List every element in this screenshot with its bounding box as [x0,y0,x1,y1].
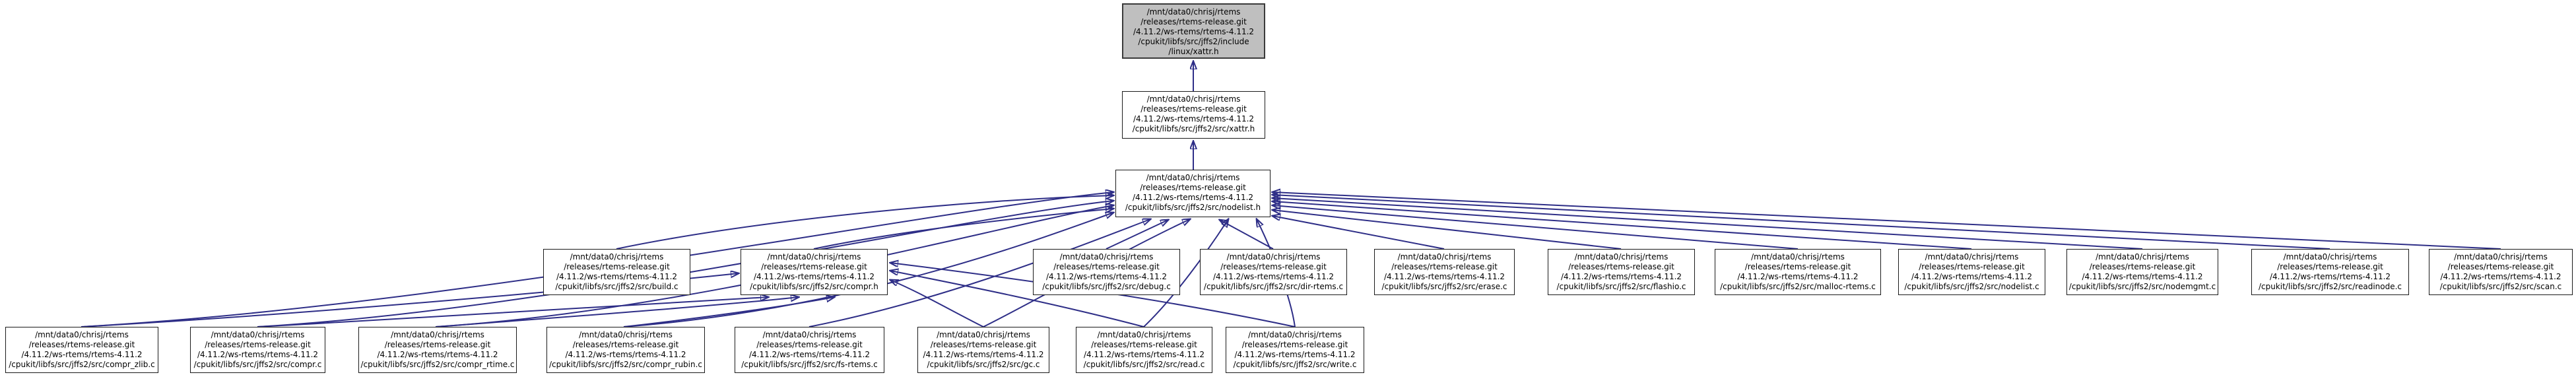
node-compr-zlib-c[interactable]: /mnt/data0/chrisj/rtems /releases/rtems-… [5,327,158,373]
edge-debug-c-to-src-nodelist-h [1106,220,1168,250]
edge-dir-rtems-c-to-src-nodelist-h [1220,220,1274,250]
node-malloc-rtems-c[interactable]: /mnt/data0/chrisj/rtems /releases/rtems-… [1715,249,1881,295]
edge-fs-rtems-c-to-src-nodelist-h [809,219,1150,327]
node-compr-rubin-c[interactable]: /mnt/data0/chrisj/rtems /releases/rtems-… [546,327,705,373]
edge-read-c-to-src-nodelist-h [1143,219,1228,327]
node-flashio-c[interactable]: /mnt/data0/chrisj/rtems /releases/rtems-… [1548,249,1695,295]
node-erase-c[interactable]: /mnt/data0/chrisj/rtems /releases/rtems-… [1374,249,1515,295]
node-write-c[interactable]: /mnt/data0/chrisj/rtems /releases/rtems-… [1226,327,1364,373]
edge-nodemgmt-c-to-src-nodelist-h [1272,198,2143,250]
node-debug-c[interactable]: /mnt/data0/chrisj/rtems /releases/rtems-… [1033,249,1180,295]
edge-scan-c-to-src-nodelist-h [1272,192,2501,250]
node-nodemgmt-c[interactable]: /mnt/data0/chrisj/rtems /releases/rtems-… [2066,249,2218,295]
edge-compr-c-to-compr-h [257,297,768,327]
edge-compr-rubin-c-to-src-nodelist-h [623,213,1113,327]
edge-readinode-c-to-src-nodelist-h [1272,195,2330,250]
edge-build-c-to-src-nodelist-h [616,195,1113,250]
node-src-xattr-h[interactable]: /mnt/data0/chrisj/rtems /releases/rtems-… [1122,91,1265,139]
edge-gc-c-to-compr-h [890,280,984,327]
edge-compr-rubin-c-to-compr-h [623,297,834,327]
edge-erase-c-to-src-nodelist-h [1272,216,1445,250]
node-readinode-c[interactable]: /mnt/data0/chrisj/rtems /releases/rtems-… [2251,249,2409,295]
edge-flashio-c-to-src-nodelist-h [1272,210,1622,250]
edge-nodelist-c-to-src-nodelist-h [1272,201,1972,250]
edge-compr-rtime-c-to-compr-h [435,297,799,327]
node-compr-rtime-c[interactable]: /mnt/data0/chrisj/rtems /releases/rtems-… [358,327,517,373]
node-gc-c[interactable]: /mnt/data0/chrisj/rtems /releases/rtems-… [917,327,1049,373]
node-scan-c[interactable]: /mnt/data0/chrisj/rtems /releases/rtems-… [2429,249,2573,295]
edge-malloc-rtems-c-to-src-nodelist-h [1272,205,1799,250]
node-build-c[interactable]: /mnt/data0/chrisj/rtems /releases/rtems-… [543,249,690,295]
node-read-c[interactable]: /mnt/data0/chrisj/rtems /releases/rtems-… [1076,327,1212,373]
node-compr-h[interactable]: /mnt/data0/chrisj/rtems /releases/rtems-… [741,249,888,295]
edge-read-c-to-compr-h [890,271,1144,327]
node-include-linux-xattr-h[interactable]: /mnt/data0/chrisj/rtems /releases/rtems-… [1122,3,1265,59]
node-dir-rtems-c[interactable]: /mnt/data0/chrisj/rtems /releases/rtems-… [1200,249,1347,295]
node-compr-c[interactable]: /mnt/data0/chrisj/rtems /releases/rtems-… [190,327,325,373]
node-src-nodelist-h[interactable]: /mnt/data0/chrisj/rtems /releases/rtems-… [1115,170,1271,217]
node-fs-rtems-c[interactable]: /mnt/data0/chrisj/rtems /releases/rtems-… [735,327,884,373]
node-nodelist-c[interactable]: /mnt/data0/chrisj/rtems /releases/rtems-… [1898,249,2045,295]
